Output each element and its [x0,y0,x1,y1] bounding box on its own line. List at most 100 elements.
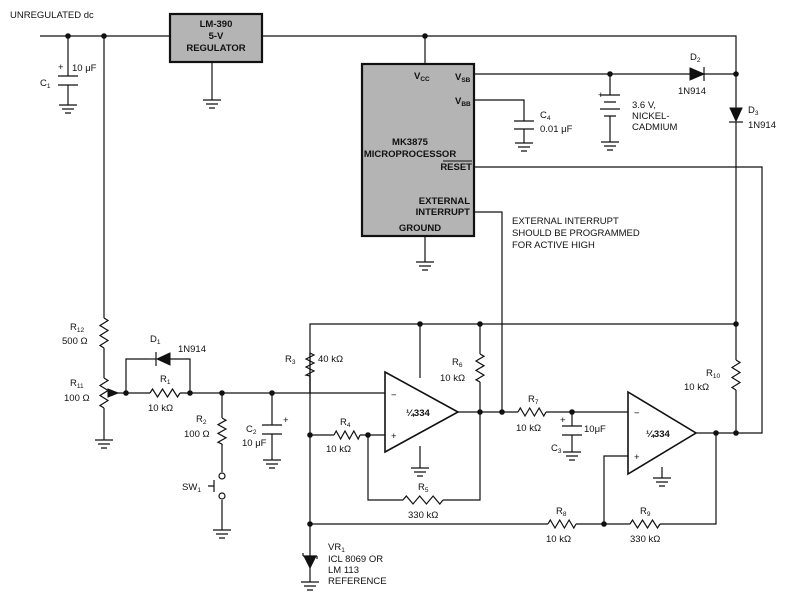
diode-d3: D3 1N914 [729,105,776,131]
r8-label: R8 [556,506,567,518]
wire-r5-right [443,412,481,501]
vr1-bar [302,553,318,559]
ground-symbol [601,141,619,151]
r3-value: 40 kΩ [318,354,343,365]
junction [477,321,483,327]
r5-value: 330 kΩ [408,510,438,521]
wire-d1-right [170,358,191,393]
r4-label: R4 [340,417,351,429]
junction [307,432,313,438]
junction [417,321,423,327]
switch-sw1: SW1 [182,472,226,500]
capacitor-c3-plates [562,425,582,436]
pin-ext-label-1: EXTERNAL [419,196,470,207]
vr1-line-3: REFERENCE [328,576,387,587]
unregulated-dc-label: UNREGULATED dc [10,10,94,21]
battery-cells [600,94,620,117]
ground-symbol [411,467,429,477]
d1-label: D1 [150,334,161,346]
resistor-r10: R10 10 kΩ [684,359,742,393]
vr1-line-2: LM 113 [328,565,359,576]
r5-label: R5 [418,482,429,494]
r7-value: 10 kΩ [516,423,541,434]
sw1-actuator [208,480,215,492]
wire-r5-left [367,435,403,501]
mcu-name-2: MICROPROCESSOR [364,149,457,160]
r2-value: 100 Ω [184,429,210,440]
pin-vbb-label: VBB [455,96,471,108]
ground-symbol [515,142,533,152]
ground-symbol [95,439,113,449]
vr1-triangle [303,555,317,570]
r12-label: R12 [70,322,84,334]
resistor-r3-zigzag [304,352,316,377]
op-amp-1: − + ¼334 [384,370,460,454]
diode-d2-triangle [689,67,706,81]
op-amp-1-label: ¼334 [406,408,430,419]
r7-label: R7 [528,394,539,406]
interrupt-note-line-3: FOR ACTIVE HIGH [512,240,595,251]
microprocessor-mk3875: VCC VSB VBB MK3875 MICROPROCESSOR RESET … [360,62,476,238]
battery-label-2: NICKEL- [632,111,669,122]
op-amp-1-triangle [384,370,460,454]
capacitor-c3: + C3 10μF [551,415,606,455]
r2-label: R2 [196,414,207,426]
r8-value: 10 kΩ [546,534,571,545]
regulator-label-3: REGULATOR [186,43,245,54]
resistor-r8: R8 10 kΩ [546,506,577,545]
c1-plus: + [58,62,64,73]
battery-nicad: + 3.6 V, NICKEL- CADMIUM [598,90,677,133]
ground-symbol [653,477,671,487]
op-amp-2: − + ¼334 [627,390,698,476]
resistor-r5-zigzag [402,495,444,505]
regulator-label-2: 5-V [209,31,224,42]
resistor-r9-zigzag [629,518,661,530]
junction [123,390,129,396]
resistor-r10-zigzag [730,359,742,391]
junction [65,33,71,39]
r6-label: R6 [452,357,463,369]
c2-label: C2 [246,424,257,436]
junction [269,390,275,396]
capacitor-c2-plates [262,424,282,435]
junction [713,430,719,436]
wire-regulator-to-vcc [262,35,737,74]
microprocessor-box [360,62,476,238]
wire-op2-out [474,166,763,434]
resistor-r8-zigzag [547,518,577,530]
d1-type: 1N914 [178,344,206,355]
r1-value: 10 kΩ [148,403,173,414]
r11-value: 100 Ω [64,393,90,404]
junction [219,390,225,396]
ground-symbol [563,451,581,461]
junction [422,33,428,39]
junction [477,409,483,415]
resistor-r1: R1 10 kΩ [148,374,181,414]
ground-symbol [213,529,231,539]
resistor-r6: R6 10 kΩ [440,353,486,384]
r3-label: R3 [285,354,296,366]
junction [733,71,739,77]
capacitor-c1-plates [58,75,78,86]
vr1-line-1: ICL 8069 OR [328,554,383,565]
resistor-r2-zigzag [216,417,228,446]
junctions [65,33,739,527]
r10-value: 10 kΩ [684,382,709,393]
junction [601,521,607,527]
capacitor-c4: C4 0.01 μF [514,110,573,135]
junction [569,409,575,415]
interrupt-note-line-1: EXTERNAL INTERRUPT [512,216,619,227]
wire-r9-right [660,433,717,525]
resistor-r4: R4 10 kΩ [326,417,361,455]
d3-type: 1N914 [748,120,776,131]
capacitor-c2: + C2 10 μF [242,415,289,449]
sw1-label: SW1 [182,482,201,494]
diode-d2: D2 1N914 [678,52,706,97]
junction [733,321,739,327]
wire-ext-interrupt [474,211,503,412]
c3-label: C3 [551,443,562,455]
wire-r3-top [309,323,736,393]
op-amp-2-label: ¼334 [646,429,670,440]
r6-value: 10 kΩ [440,373,465,384]
resistor-r11-zigzag [98,377,110,409]
